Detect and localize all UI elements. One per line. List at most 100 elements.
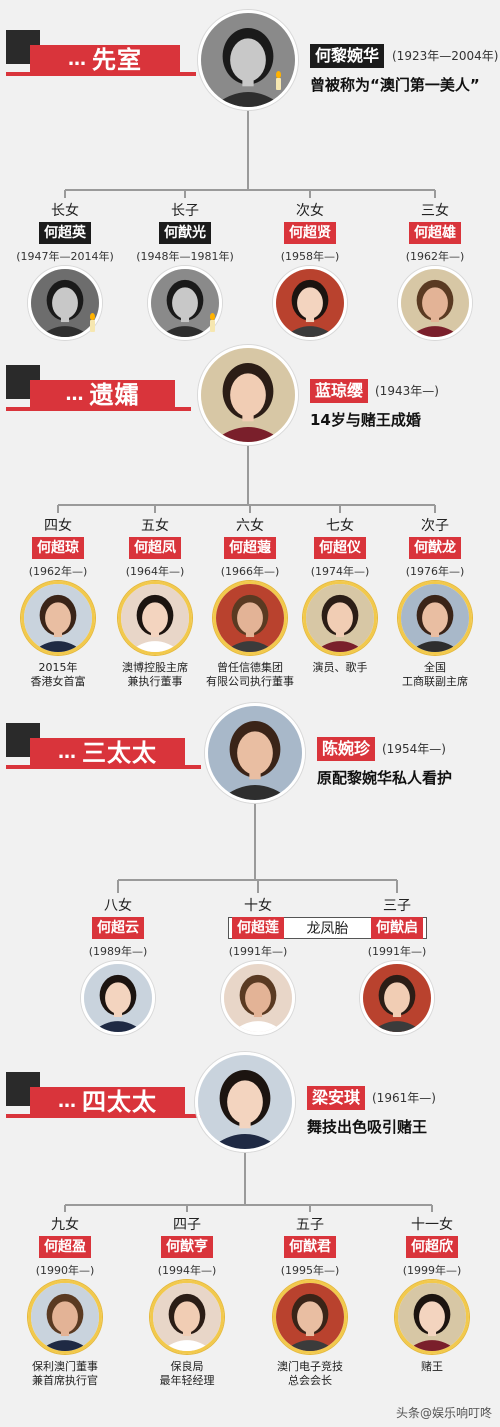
portrait-silhouette-icon — [153, 1283, 221, 1351]
parent-years: (1943年—) — [375, 384, 439, 398]
parent-avatar — [198, 10, 298, 110]
child-description-line: 保良局 — [170, 1360, 204, 1373]
child-name-tag: 何超蕸 — [224, 537, 276, 559]
parent-avatar — [198, 345, 298, 445]
portrait-silhouette-icon — [201, 348, 295, 442]
child-description-line: 全国 — [424, 661, 446, 674]
group-banner: …三太太 — [30, 738, 185, 768]
parent-description: 14岁与赌王成婚 — [310, 411, 421, 429]
child-description-line: 演员、歌手 — [312, 661, 368, 674]
portrait-silhouette-icon — [151, 269, 219, 337]
child-avatar — [395, 1280, 469, 1354]
child-years: (1991年—) — [228, 945, 288, 958]
child-description-line: 总会会长 — [288, 1374, 332, 1387]
child-description-line: 2015年 — [38, 661, 78, 674]
child-name-tag: 何超莲 — [232, 917, 284, 939]
child-description-line: 保利澳门董事 — [32, 1360, 98, 1373]
parent-description: 原配黎婉华私人看护 — [317, 769, 453, 787]
child-avatar — [398, 266, 472, 340]
child-description-line: 香港女首富 — [30, 675, 86, 688]
source-watermark: 头条@娱乐响叮咚 — [395, 1406, 492, 1420]
candle-icon — [90, 313, 95, 332]
child-rank: 十女 — [244, 898, 272, 914]
portrait-silhouette-icon — [31, 1283, 99, 1351]
child-years: (1974年—) — [310, 565, 370, 578]
child-years: (1948年—1981年) — [136, 250, 234, 263]
portrait-silhouette-icon — [84, 964, 152, 1032]
child-name-tag: 何超琼 — [32, 537, 84, 559]
candle-icon — [276, 71, 281, 90]
child-description-line: 有限公司执行董事 — [206, 675, 294, 688]
child-rank: 八女 — [104, 898, 132, 914]
portrait-silhouette-icon — [306, 584, 374, 652]
portrait-silhouette-icon — [198, 1055, 292, 1149]
candle-icon — [210, 313, 215, 332]
child-name-tag: 何猷亨 — [161, 1236, 213, 1258]
child-years: (1964年—) — [125, 565, 185, 578]
child-description-line: 澳博控股主席 — [122, 661, 188, 674]
portrait-silhouette-icon — [398, 1283, 466, 1351]
child-rank: 十一女 — [411, 1217, 453, 1233]
portrait-silhouette-icon — [401, 584, 469, 652]
child-rank: 七女 — [326, 518, 354, 534]
child-description-line: 澳门电子竞技 — [277, 1360, 343, 1373]
child-name-tag: 何猷启 — [371, 917, 423, 939]
child-rank: 九女 — [51, 1217, 79, 1233]
child-rank: 次女 — [296, 203, 324, 219]
child-years: (1962年—) — [405, 250, 465, 263]
child-rank: 五子 — [296, 1217, 324, 1233]
parent-avatar — [195, 1052, 295, 1152]
child-avatar — [213, 581, 287, 655]
child-avatar — [148, 266, 222, 340]
child-rank: 长子 — [171, 203, 199, 219]
banner-title: 先室 — [92, 46, 142, 74]
child-description-line: 兼执行董事 — [127, 675, 183, 688]
parent-name-tag: 何黎婉华 — [310, 44, 385, 68]
child-years: (1989年—) — [88, 945, 148, 958]
group-banner: … 四太太 — [30, 1087, 185, 1117]
child-avatar — [360, 961, 434, 1035]
portrait-silhouette-icon — [121, 584, 189, 652]
child-years: (1958年—) — [280, 250, 340, 263]
parent-years: (1923年—2004年) — [392, 49, 499, 63]
child-avatar — [398, 581, 472, 655]
child-name-tag: 何超凤 — [129, 537, 181, 559]
child-name-tag: 何超雄 — [409, 222, 461, 244]
portrait-silhouette-icon — [401, 269, 469, 337]
child-rank: 三子 — [383, 898, 411, 914]
banner-title: 四太太 — [82, 1088, 157, 1116]
child-avatar — [221, 961, 295, 1035]
child-description-line: 最年轻经理 — [159, 1374, 215, 1387]
child-description-line: 赌王 — [421, 1360, 443, 1373]
child-years: (1962年—) — [28, 565, 88, 578]
portrait-silhouette-icon — [201, 13, 295, 107]
parent-name-tag: 梁安琪 — [307, 1086, 366, 1110]
child-description-line: 曾任信德集团 — [217, 661, 283, 674]
banner-title: 遗孀 — [89, 381, 140, 409]
group-banner: …遗孀 — [30, 380, 175, 410]
child-name-tag: 何猷君 — [284, 1236, 336, 1258]
ellipsis-decoration: … — [58, 1091, 76, 1112]
portrait-silhouette-icon — [216, 584, 284, 652]
child-avatar — [273, 1280, 347, 1354]
child-name-tag: 何超盈 — [39, 1236, 91, 1258]
child-rank: 五女 — [141, 518, 169, 534]
parent-description: 舞技出色吸引赌王 — [307, 1118, 428, 1136]
child-name-tag: 何超贤 — [284, 222, 336, 244]
parent-description: 曾被称为“澳门第一美人” — [310, 76, 480, 94]
child-years: (1990年—) — [35, 1264, 95, 1277]
ellipsis-decoration: … — [68, 49, 86, 70]
child-rank: 长女 — [51, 203, 79, 219]
portrait-silhouette-icon — [363, 964, 431, 1032]
child-avatar — [81, 961, 155, 1035]
child-years: (1999年—) — [402, 1264, 462, 1277]
portrait-silhouette-icon — [224, 964, 292, 1032]
child-years: (1976年—) — [405, 565, 465, 578]
ellipsis-decoration: … — [65, 384, 84, 405]
child-avatar — [28, 266, 102, 340]
parent-name-tag: 蓝琼缨 — [310, 379, 369, 403]
child-rank: 三女 — [421, 203, 449, 219]
child-name-tag: 何猷光 — [159, 222, 211, 244]
